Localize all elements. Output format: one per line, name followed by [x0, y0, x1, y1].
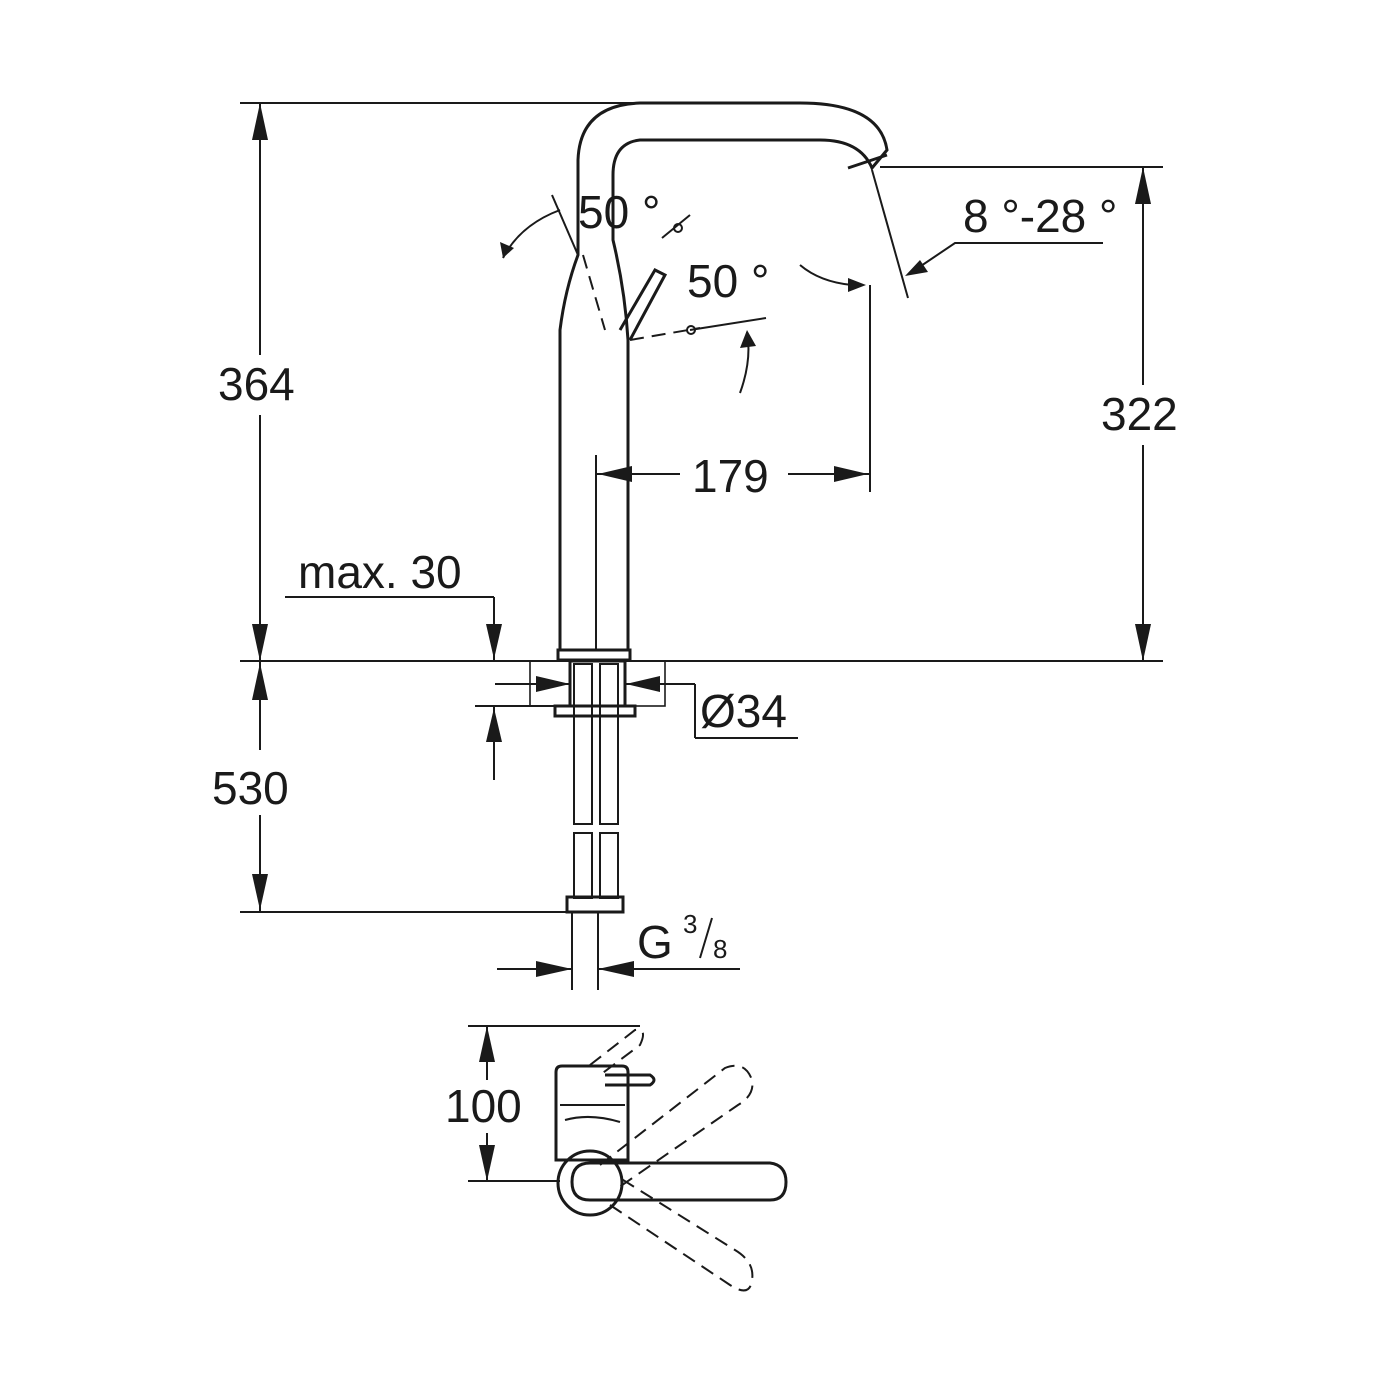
aerator: [847, 153, 888, 170]
base-ring: [556, 648, 632, 662]
label-lever-angle-right: 50 °: [687, 255, 769, 307]
deck-mounting: [529, 659, 666, 718]
label-connection-main: G: [637, 916, 673, 968]
label-overall-height: 364: [218, 358, 295, 410]
label-hose-length: 530: [212, 762, 289, 814]
label-lever-angle-left: 50 °: [578, 186, 660, 238]
label-spout-height: 322: [1101, 388, 1178, 440]
label-bore-diameter: Ø34: [700, 685, 787, 737]
label-spout-reach: 179: [692, 450, 769, 502]
label-deck-thickness: max. 30: [298, 546, 462, 598]
faucet-body: [558, 101, 889, 652]
lever-dashed-down: [609, 1177, 754, 1292]
hose-nut: [565, 895, 625, 914]
spout-dashed: [589, 1028, 645, 1076]
plan-base: [556, 1149, 624, 1217]
lever-dashed-up: [599, 1064, 754, 1191]
hose-right-lower: [599, 832, 619, 899]
label-connection-den: 8: [713, 934, 727, 964]
hose-left-lower: [573, 832, 593, 899]
label-plan-depth: 100: [445, 1080, 522, 1132]
dimension-lines: [240, 102, 1163, 990]
plan-body: [554, 1064, 630, 1162]
label-aerator-angle: 8 °-28 °: [963, 190, 1117, 242]
lever: [618, 268, 668, 341]
hose-right-upper: [599, 663, 619, 825]
angle-indicators: [500, 169, 1103, 394]
connection-fraction-slash: [699, 917, 713, 959]
plan-lever: [570, 1161, 788, 1202]
label-connection-num: 3: [683, 909, 697, 939]
lever-dashed-left: [582, 254, 606, 331]
plan-view: [468, 1025, 788, 1292]
lever-dashed-right: [629, 327, 701, 341]
hose-left-upper: [573, 663, 593, 825]
supply-hoses: [565, 663, 625, 914]
plan-top-lever: [605, 1073, 656, 1087]
